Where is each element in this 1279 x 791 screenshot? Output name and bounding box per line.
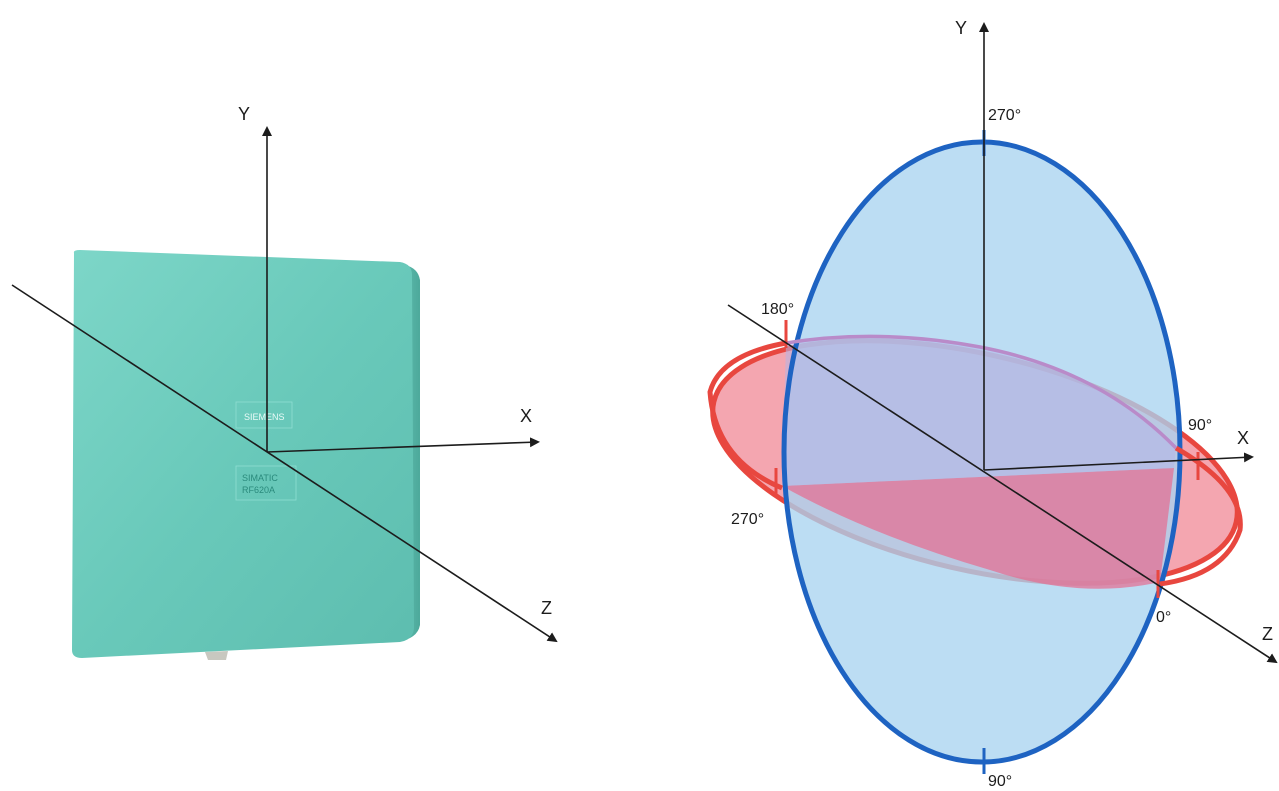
antenna-product-plate — [235, 465, 297, 501]
antenna-label-plate — [235, 401, 293, 429]
left-figure: SIEMENS SIMATIC RF620A Y X Z — [11, 104, 558, 660]
antenna-brand-text: SIEMENS — [244, 412, 285, 422]
antenna-mount-tab — [205, 651, 228, 660]
left-axes — [11, 126, 558, 643]
horizontal-plane-left-arc — [707, 340, 787, 491]
angle-label-270-left: 270° — [731, 511, 764, 528]
angle-label-90-right: 90° — [1188, 417, 1212, 434]
angle-label-270-top: 270° — [988, 107, 1021, 124]
angle-label-180: 180° — [761, 301, 794, 318]
right-z-axis-label: Z — [1262, 624, 1273, 644]
right-x-axis-label: X — [1237, 428, 1249, 448]
left-x-axis — [266, 437, 540, 453]
horizontal-plane-right-arc — [1159, 445, 1243, 587]
antenna-product-line1: SIMATIC — [242, 473, 278, 483]
right-x-axis — [983, 452, 1254, 471]
antenna-device: SIEMENS SIMATIC RF620A — [72, 250, 420, 660]
left-z-axis — [11, 284, 558, 643]
angle-label-0: 0° — [1156, 609, 1171, 626]
right-y-axis-label: Y — [955, 18, 967, 38]
antenna-product-line2: RF620A — [242, 485, 275, 495]
horizontal-plane-back-half — [782, 337, 1176, 486]
horizontal-plane-front-half — [782, 468, 1174, 589]
right-z-axis — [727, 304, 1278, 664]
left-y-axis-label: Y — [238, 104, 250, 124]
horizontal-plane-back-arc — [785, 334, 1178, 450]
right-figure: Y X Z 270° 90° 180° 90° 270° 0° — [707, 18, 1278, 790]
antenna-front-face — [72, 250, 414, 658]
angle-label-90-bottom: 90° — [988, 773, 1012, 790]
right-axes — [727, 22, 1278, 664]
left-z-axis-label: Z — [541, 598, 552, 618]
left-x-axis-label: X — [520, 406, 532, 426]
